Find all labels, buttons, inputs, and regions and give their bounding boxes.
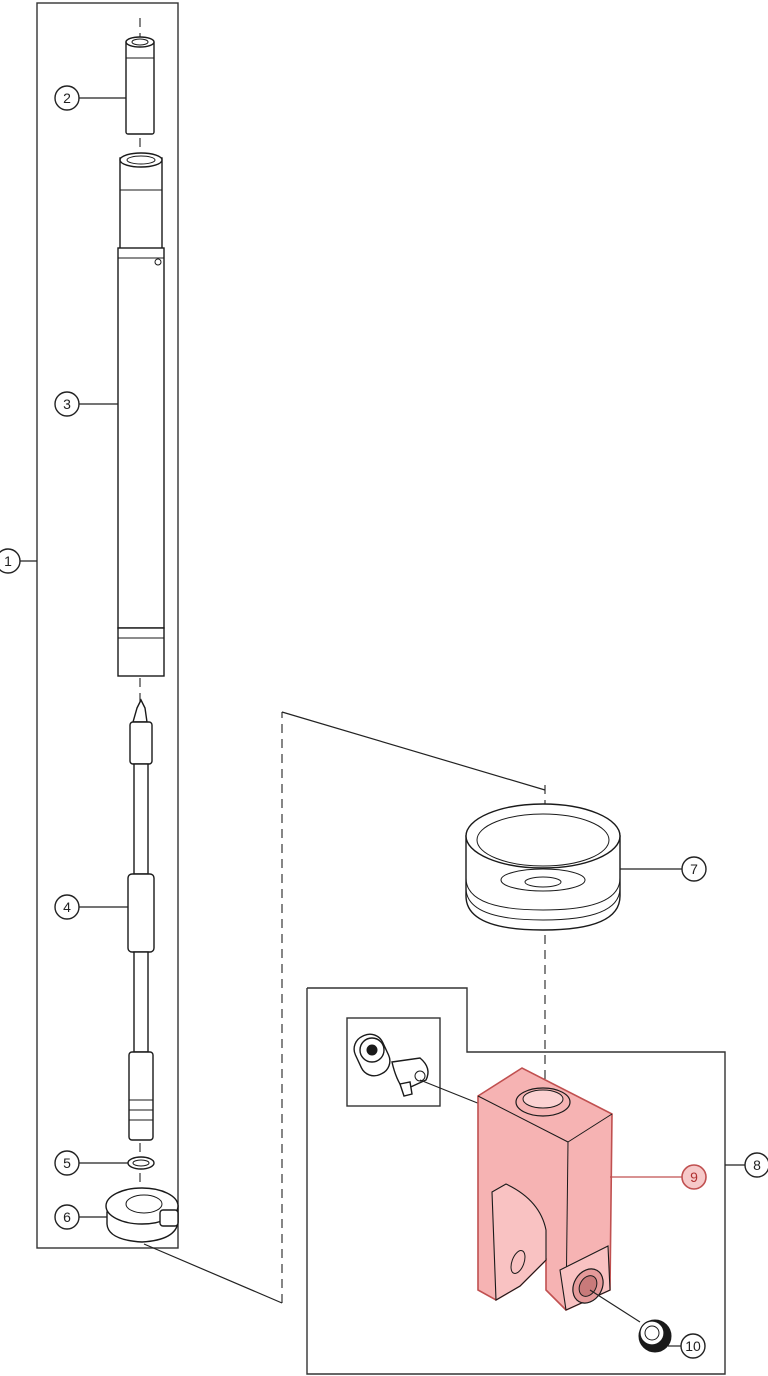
callout-5-label: 5 [63,1155,71,1171]
callout-3: 3 [54,391,118,417]
callout-4-label: 4 [63,899,71,915]
callout-7-label: 7 [690,861,698,877]
callout-3-label: 3 [63,396,71,412]
callout-6: 6 [54,1204,107,1230]
callout-2-label: 2 [63,90,71,106]
callout-9: 9 [610,1164,707,1190]
callout-9-label: 9 [690,1169,698,1185]
part-7-cup [465,803,621,931]
callout-1: 1 [0,548,21,574]
connection-line [143,711,546,1304]
part-3-tube [117,152,165,677]
part-5-o-ring [127,1156,155,1170]
assembly-8-bracket [306,987,745,1375]
callout-10: 10 [668,1333,706,1359]
assembly-1-bracket [20,2,179,1249]
part-10-bushing [589,1289,672,1353]
callout-10-label: 10 [685,1338,701,1354]
part-9-clevis [477,1067,613,1311]
callout-8: 8 [744,1152,768,1178]
callout-2: 2 [54,85,126,111]
callout-6-label: 6 [63,1209,71,1225]
callout-1-label: 1 [4,553,12,569]
part-6-collar [105,1187,179,1243]
callout-5: 5 [54,1150,128,1176]
detail-inset-swivel [346,1017,481,1107]
callout-8-label: 8 [753,1157,761,1173]
part-4-rod [127,698,155,1141]
callout-4: 4 [54,894,128,920]
part-2-sleeve [125,36,155,135]
callout-7: 7 [620,856,707,882]
